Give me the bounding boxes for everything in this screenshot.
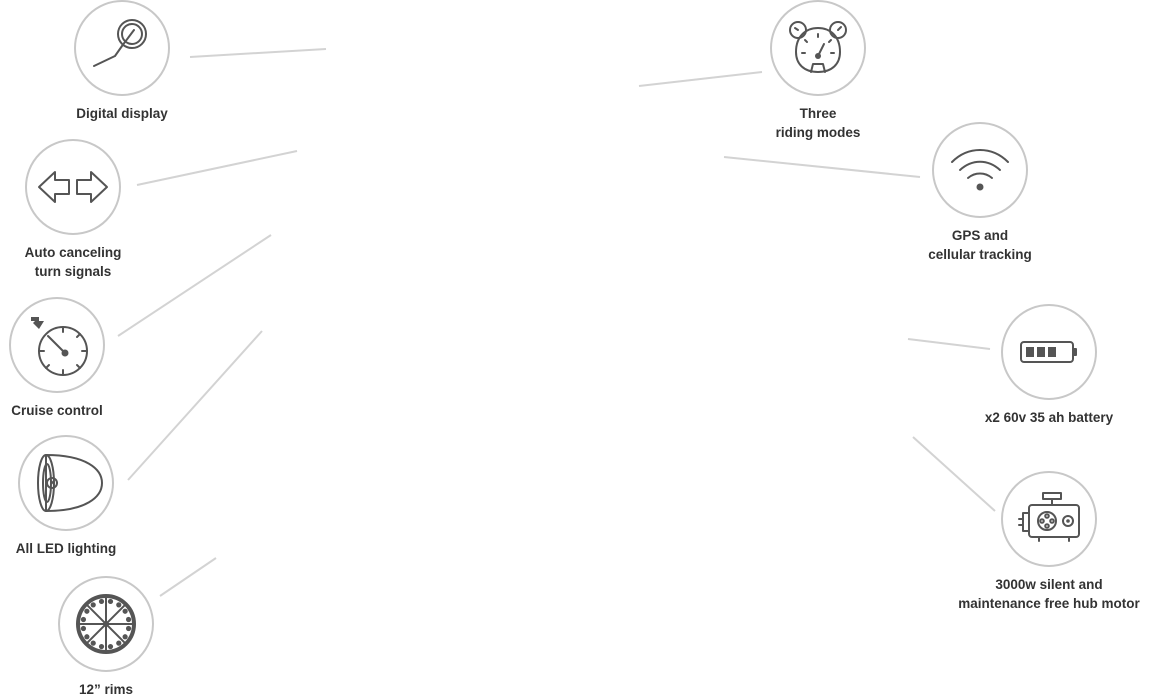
rim-hole [122, 608, 128, 614]
turn-signals-circle [25, 139, 121, 235]
connector-digital-display [189, 48, 327, 58]
rim-hole [107, 598, 114, 605]
feature-rims: 12” rims [26, 576, 186, 699]
rim-hole [90, 640, 96, 646]
feature-turn-signals: Auto canceling turn signals [0, 139, 153, 281]
gps-tracking-circle [932, 122, 1028, 218]
turn-signals-label: Auto canceling turn signals [24, 245, 122, 279]
motor-icon [1018, 492, 1080, 542]
speedometers-icon [789, 21, 847, 73]
gauge-needle-icon [93, 19, 147, 67]
feature-cruise-control: Cruise control [0, 297, 137, 420]
rim-hole [122, 634, 128, 640]
turn-arrows-icon [38, 171, 108, 203]
led-lighting-label: All LED lighting [15, 541, 117, 556]
battery-icon [1020, 341, 1077, 363]
cruise-control-circle [9, 297, 105, 393]
rim-hole [116, 640, 122, 646]
connector-gps [723, 156, 921, 178]
rim-hole [116, 602, 122, 608]
rim-hole [98, 598, 105, 605]
rims-label: 12” rims [78, 682, 134, 697]
riding-modes-label: Three riding modes [775, 106, 861, 140]
wheel-rim-icon [76, 594, 136, 654]
rim-hole [125, 616, 132, 623]
led-lighting-circle [18, 435, 114, 531]
rim-hole [98, 643, 105, 650]
rim-hole [125, 625, 132, 632]
feature-battery: x2 60v 35 ah battery [969, 304, 1129, 427]
battery-circle [1001, 304, 1097, 400]
digital-display-circle [74, 0, 170, 96]
hub-motor-label: 3000w silent and maintenance free hub mo… [958, 577, 1140, 611]
rims-circle [58, 576, 154, 672]
rim-hole [107, 643, 114, 650]
gps-tracking-label: GPS and cellular tracking [928, 228, 1032, 262]
battery-label: x2 60v 35 ah battery [984, 410, 1114, 425]
rim-hole [84, 634, 90, 640]
rim-hole [80, 616, 87, 623]
digital-display-label: Digital display [76, 106, 168, 121]
rim-hole [90, 602, 96, 608]
feature-hub-motor: 3000w silent and maintenance free hub mo… [958, 471, 1140, 613]
feature-riding-modes: Three riding modes [738, 0, 898, 142]
riding-modes-circle [770, 0, 866, 96]
stopwatch-icon [31, 317, 88, 376]
feature-gps-tracking: GPS and cellular tracking [900, 122, 1060, 264]
hub-motor-circle [1001, 471, 1097, 567]
feature-led-lighting: All LED lighting [0, 435, 146, 558]
feature-digital-display: Digital display [42, 0, 202, 123]
headlight-icon [37, 454, 103, 512]
cruise-control-label: Cruise control [11, 403, 103, 418]
rim-hole [84, 608, 90, 614]
connector-led-lighting [127, 330, 263, 481]
wifi-signal-icon [951, 149, 1009, 191]
connector-turn-signals [136, 150, 298, 186]
rim-hole [80, 625, 87, 632]
